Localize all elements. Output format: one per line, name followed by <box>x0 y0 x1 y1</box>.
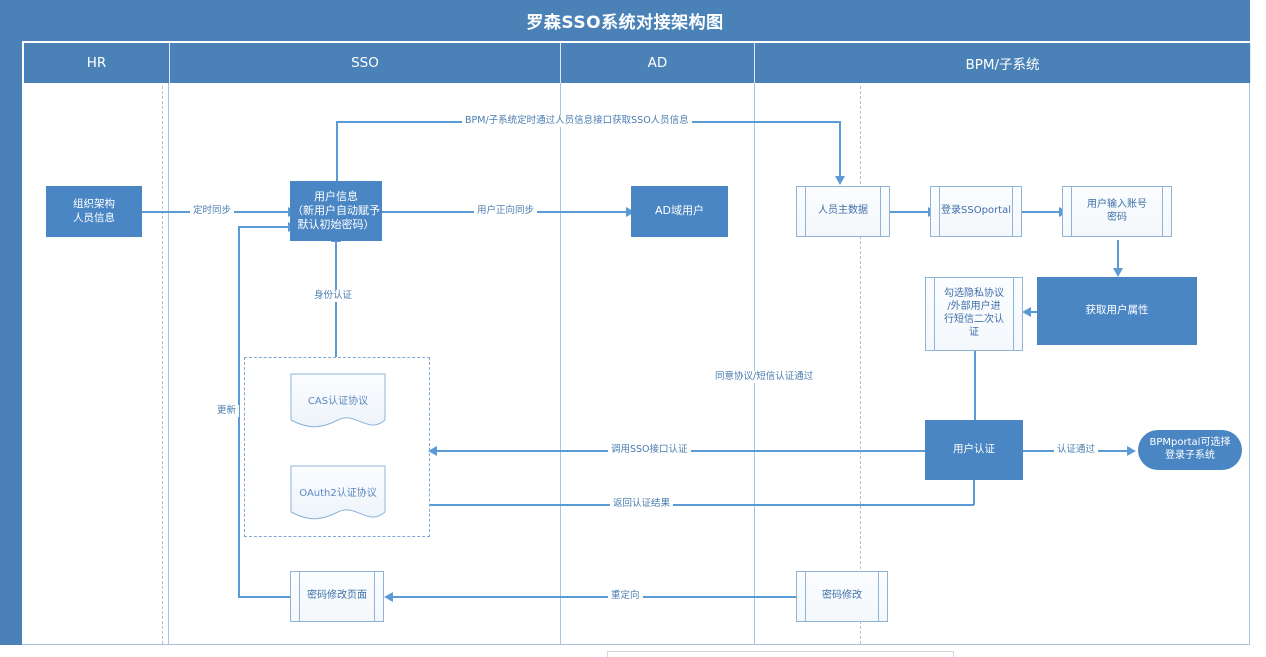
node-input-cred-label: 用户输入账号密码 <box>1087 198 1147 223</box>
node-get-attr-label: 获取用户属性 <box>1085 304 1149 317</box>
node-login-portal[interactable]: 登录SSOportal <box>930 186 1022 237</box>
edge-pwdpage-update-h2 <box>238 226 290 228</box>
auth-protocol-group <box>244 357 430 537</box>
arrowhead-fetch-to-master <box>835 176 845 185</box>
edge-fetch-down-to-master <box>839 121 841 178</box>
title-bar: 罗森SSO系统对接架构图 <box>0 0 1250 41</box>
node-master-data-label: 人员主数据 <box>818 205 868 217</box>
lane-separator-1 <box>168 83 169 645</box>
edge-privacy-to-userauth <box>974 351 976 436</box>
lane-header-bpm-label: BPM/子系统 <box>965 57 1040 73</box>
node-cas-protocol-label: CAS认证协议 <box>307 395 369 407</box>
node-user-auth[interactable]: 用户认证 <box>925 420 1023 480</box>
edge-input-to-getattr <box>1117 240 1119 272</box>
lane-separator-2 <box>560 83 561 645</box>
node-bpm-portal[interactable]: BPMportal可选择登录子系统 <box>1138 430 1242 470</box>
arrowhead-input-to-getattr <box>1113 268 1123 277</box>
edge-login-to-input <box>1021 211 1063 213</box>
edge-return-up-to-userauth <box>973 474 975 505</box>
lane-separator-3 <box>754 83 755 645</box>
edge-protocols-to-userauth <box>430 504 974 506</box>
arrowhead-userauth-to-bpmportal <box>1127 446 1136 456</box>
node-privacy-sms[interactable]: 勾选隐私协议/外部用户进行短信二次认证 <box>925 277 1023 351</box>
edge-userinfo-up <box>336 121 338 186</box>
node-pwd-change-page-label: 密码修改页面 <box>307 590 367 602</box>
lane-header-hr: HR <box>24 43 170 83</box>
left-accent-strip <box>0 41 22 645</box>
edge-master-to-login <box>890 211 932 213</box>
lane-separator-right <box>1249 83 1250 645</box>
edge-label-fetch-sso-people: BPM/子系统定时通过人员信息接口获取SSO人员信息 <box>462 115 692 127</box>
scroll-artifact <box>607 651 954 657</box>
edge-label-call-sso-api: 调用SSO接口认证 <box>608 444 691 456</box>
node-org-info-label: 组织架构人员信息 <box>73 198 115 224</box>
node-get-attr[interactable]: 获取用户属性 <box>1037 277 1197 345</box>
lane-header-ad: AD <box>561 43 755 83</box>
edge-label-scheduled-sync: 定时同步 <box>190 205 235 217</box>
lane-bottom-border <box>22 644 1250 645</box>
lane-subdivider-bpm <box>860 86 861 644</box>
node-pwd-change-label: 密码修改 <box>822 590 862 602</box>
node-cas-protocol[interactable]: CAS认证协议 <box>290 373 386 431</box>
node-input-cred[interactable]: 用户输入账号密码 <box>1062 186 1172 237</box>
node-master-data[interactable]: 人员主数据 <box>796 186 890 237</box>
edge-pwdchange-to-pwdpage <box>391 596 797 598</box>
lane-header-sso-label: SSO <box>351 55 379 71</box>
node-user-info-label: 用户信息（新用户自动赋予默认初始密码） <box>292 189 380 232</box>
node-org-info[interactable]: 组织架构人员信息 <box>46 186 142 237</box>
lane-header-hr-label: HR <box>86 55 107 71</box>
node-login-portal-label: 登录SSOportal <box>941 205 1011 217</box>
document-shape <box>290 465 386 520</box>
arrowhead-getattr-to-privacy <box>1022 307 1031 317</box>
node-oauth2-protocol[interactable]: OAuth2认证协议 <box>290 465 386 523</box>
node-user-info[interactable]: 用户信息（新用户自动赋予默认初始密码） <box>290 181 382 241</box>
edge-label-agree-sms-pass: 同意协议/短信认证通过 <box>712 371 817 383</box>
edge-label-return-result: 返回认证结果 <box>610 498 674 510</box>
node-user-auth-label: 用户认证 <box>953 443 995 456</box>
lane-subdivider-hr <box>162 86 163 644</box>
node-privacy-sms-label: 勾选隐私协议/外部用户进行短信二次认证 <box>944 288 1004 338</box>
edge-label-redirect: 重定向 <box>608 590 643 602</box>
node-ad-user[interactable]: AD域用户 <box>631 186 728 237</box>
lane-header-bpm: BPM/子系统 <box>755 43 1251 83</box>
edge-label-auth-pass: 认证通过 <box>1054 444 1099 456</box>
node-oauth2-protocol-label: OAuth2认证协议 <box>299 487 377 499</box>
arrowhead-userinfo-to-ad <box>626 207 635 217</box>
node-pwd-change[interactable]: 密码修改 <box>796 571 888 622</box>
diagram-title: 罗森SSO系统对接架构图 <box>526 13 724 33</box>
node-ad-user-label: AD域用户 <box>655 204 704 218</box>
edge-label-update: 更新 <box>214 405 240 417</box>
lane-header-sso: SSO <box>170 43 561 83</box>
node-bpm-portal-label: BPMportal可选择登录子系统 <box>1149 437 1231 461</box>
lane-header-ad-label: AD <box>647 55 668 71</box>
edge-pwdpage-update-h1 <box>238 596 290 598</box>
arrowhead-userauth-to-protocols <box>428 446 437 456</box>
arrowhead-pwdchange-to-pwdpage <box>384 592 393 602</box>
node-pwd-change-page[interactable]: 密码修改页面 <box>290 571 384 622</box>
edge-label-forward-sync: 用户正向同步 <box>474 205 538 217</box>
document-shape <box>290 373 386 428</box>
edge-label-identity-auth: 身份认证 <box>311 290 356 302</box>
